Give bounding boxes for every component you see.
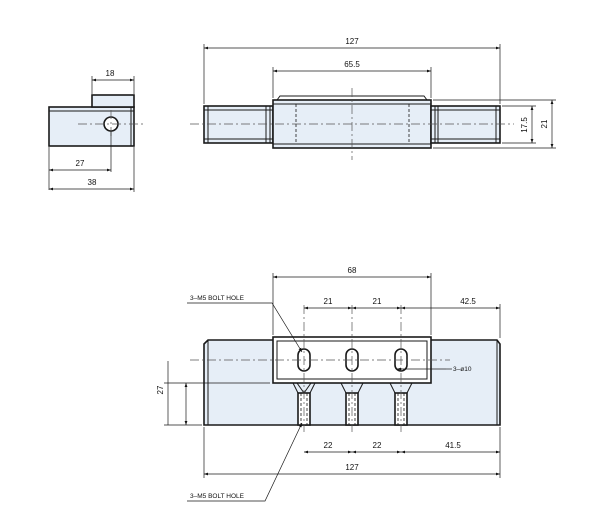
dim-side-tab-width: 18 [106,69,115,78]
note-bolt-hole-top: 3–M5 BOLT HOLE [190,295,245,302]
front-view: 127 65.5 17.5 21 [190,37,556,160]
side-view-tab [91,94,135,108]
front-view-left-shaft [203,105,274,144]
dim-front-thread-dia: 17.5 [520,117,529,133]
dim-front-center-section: 65.5 [344,60,360,69]
dim-front-overall-length: 127 [345,37,359,46]
dim-base-bottom-pitch-1: 22 [324,441,333,450]
front-view-right-shaft [430,105,501,144]
dim-side-body-width: 27 [76,159,85,168]
dim-base-pitch-1: 21 [324,297,333,306]
dim-base-right-offset-top: 42.5 [460,297,476,306]
dim-front-height: 21 [540,119,549,128]
dim-base-pitch-2: 21 [373,297,382,306]
side-view: 18 27 38 [48,69,146,192]
dim-base-hole-span: 68 [348,266,357,275]
dim-base-overall-length: 127 [345,463,359,472]
dim-base-height: 27 [156,385,165,394]
note-bolt-hole-bottom: 3–M5 BOLT HOLE [190,493,245,500]
note-diameter: 3–ø10 [453,366,472,373]
dim-base-bottom-pitch-2: 22 [373,441,382,450]
dim-side-overall-width: 38 [88,178,97,187]
side-view-body [48,106,135,147]
dim-base-right-offset-bottom: 41.5 [445,441,461,450]
base-view: 68 21 21 42.5 27 22 22 41.5 127 3–M5 BOL… [156,266,501,502]
